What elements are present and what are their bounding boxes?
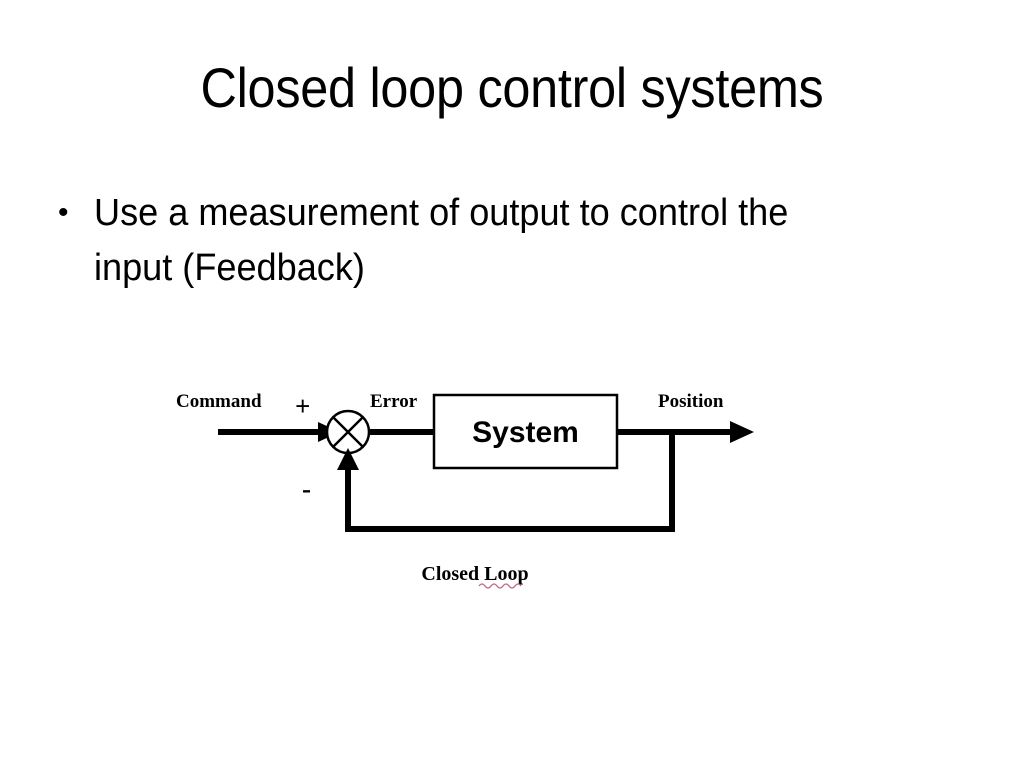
bullet-marker-icon: •: [58, 196, 69, 229]
system-block-label: System: [472, 416, 579, 449]
bullet-list: • Use a measurement of output to control…: [58, 186, 958, 296]
spellcheck-underline-icon: [478, 583, 522, 589]
bullet-text: Use a measurement of output to control t…: [94, 192, 789, 289]
position-output-arrow: [617, 421, 754, 443]
system-block: System: [432, 393, 619, 470]
summing-junction-icon: [325, 409, 371, 455]
list-item: • Use a measurement of output to control…: [58, 186, 958, 296]
diagram-caption-text: Closed Loop: [421, 563, 528, 585]
page-title: Closed loop control systems: [200, 56, 824, 119]
sum-positive-sign-label: +: [295, 391, 310, 421]
position-label: Position: [658, 391, 724, 412]
feedback-path: [337, 432, 675, 532]
sum-negative-sign-label: -: [302, 474, 311, 504]
closed-loop-block-diagram: System Command + - Error Position Closed…: [150, 370, 800, 600]
error-label: Error: [370, 391, 418, 412]
command-label: Command: [176, 391, 262, 412]
block-diagram-canvas: System Command + - Error Position Closed…: [176, 391, 754, 589]
diagram-caption: Closed Loop: [421, 563, 529, 589]
command-input-arrow: [218, 422, 340, 442]
